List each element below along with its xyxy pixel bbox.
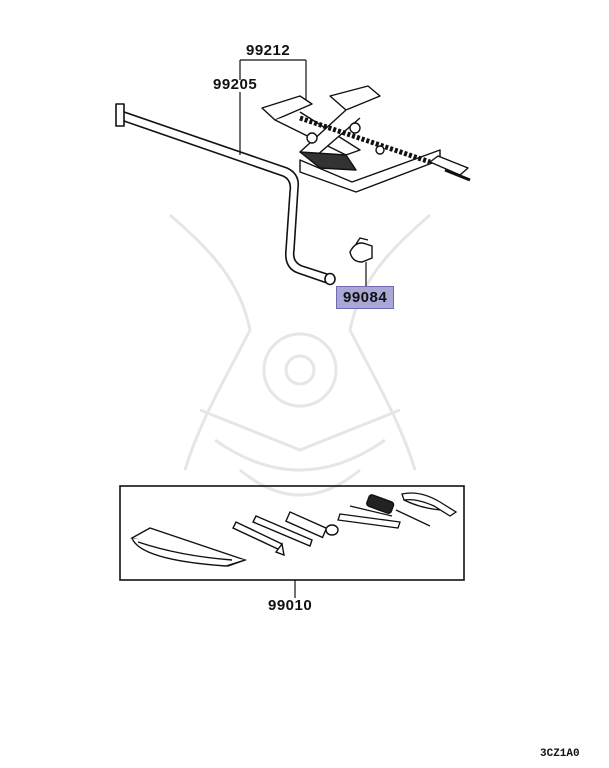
tool-bag (130, 527, 248, 567)
clip-part[interactable] (349, 237, 373, 263)
callout-99084-highlighted[interactable]: 99084 (336, 286, 395, 309)
pliers (401, 492, 458, 517)
callout-99010[interactable]: 99010 (268, 597, 313, 614)
scissor-jack[interactable] (261, 85, 471, 193)
callout-99205[interactable]: 99205 (213, 76, 258, 93)
tool-kit-box[interactable] (119, 485, 465, 581)
callout-99212[interactable]: 99212 (246, 42, 291, 59)
diagram-code: 3CZ1A0 (540, 748, 580, 760)
watermark-emblem (169, 213, 431, 497)
wheel-nut-wrench (232, 511, 339, 557)
leader-lines (239, 59, 367, 598)
screwdriver-set (337, 494, 431, 529)
jack-handle[interactable] (115, 103, 336, 286)
